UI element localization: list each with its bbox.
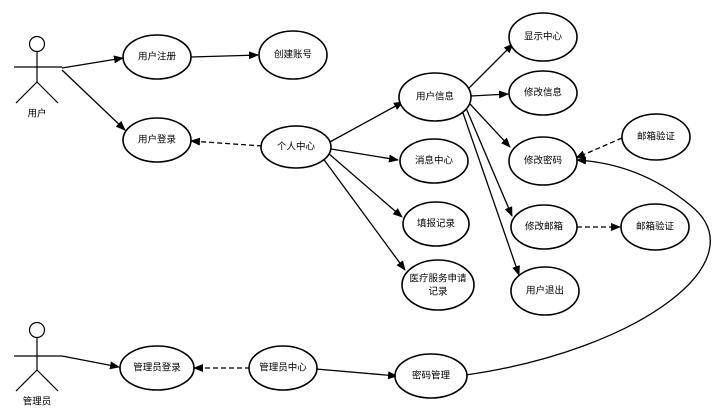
usecase-password-mgmt[interactable]: 密码管理 <box>394 353 468 399</box>
user-figure-icon <box>14 35 62 104</box>
usecase-admin-center[interactable]: 管理员中心 <box>248 345 318 391</box>
usecase-user-logout[interactable]: 用户退出 <box>510 266 580 316</box>
edge-admin-admin-login <box>61 355 120 370</box>
edge-user-info-modify-email <box>465 107 513 217</box>
edge-admin-center-password-mgmt <box>315 368 398 380</box>
usecase-modify-password-label: 修改密码 <box>524 155 562 167</box>
usecase-message-center[interactable]: 消息中心 <box>399 138 469 184</box>
usecase-user-logout-label: 用户退出 <box>526 285 564 297</box>
usecase-modify-email[interactable]: 修改邮箱 <box>510 204 578 250</box>
usecase-create-account[interactable]: 创建账号 <box>258 30 328 80</box>
actor-user-label: 用户 <box>27 108 46 120</box>
usecase-user-info[interactable]: 用户信息 <box>398 72 472 122</box>
usecase-email-verify-2[interactable]: 邮箱验证 <box>620 203 690 251</box>
actor-user: 用户 <box>14 35 62 120</box>
edge-personal-center-medical-service <box>321 156 406 271</box>
usecase-admin-center-label: 管理员中心 <box>259 362 307 374</box>
usecase-admin-login-label: 管理员登录 <box>133 362 181 374</box>
edge-user-info-modify-info <box>470 90 509 99</box>
edge-user-register <box>61 55 124 69</box>
usecase-admin-login[interactable]: 管理员登录 <box>119 345 195 391</box>
edge-personal-center-user-info <box>327 101 404 144</box>
usecase-login[interactable]: 用户登录 <box>122 117 192 163</box>
usecase-modify-info-label: 修改信息 <box>524 87 562 99</box>
edge-personal-center-fill-record <box>327 152 403 218</box>
usecase-email-verify-2-label: 邮箱验证 <box>636 221 675 233</box>
usecase-message-center-label: 消息中心 <box>415 155 454 167</box>
usecase-register[interactable]: 用户注册 <box>122 34 192 80</box>
edge-personal-center-login <box>190 137 263 147</box>
usecase-password-mgmt-label: 密码管理 <box>412 370 451 382</box>
usecase-login-label: 用户登录 <box>138 134 177 146</box>
usecase-medical-service-label-line2: 记录 <box>428 286 448 298</box>
edge-personal-center-message-center <box>330 148 399 163</box>
usecase-show-center-label: 显示中心 <box>524 31 563 43</box>
admin-figure-icon <box>14 321 62 392</box>
usecase-modify-password[interactable]: 修改密码 <box>508 136 578 186</box>
usecase-create-account-label: 创建账号 <box>274 49 312 61</box>
actor-admin: 管理员 <box>14 321 62 408</box>
usecase-register-label: 用户注册 <box>138 51 177 63</box>
usecase-personal-center-label: 个人中心 <box>277 141 316 153</box>
edge-user-info-show-center <box>466 43 514 91</box>
edge-email-verify-modify-password <box>575 137 623 159</box>
usecase-fill-record-label: 填报记录 <box>417 218 456 230</box>
usecase-modify-info[interactable]: 修改信息 <box>508 70 578 116</box>
usecase-medical-service-label-line1: 医疗服务申请 <box>409 273 467 285</box>
usecase-medical-service-record[interactable]: 医疗服务申请 记录 <box>401 259 475 311</box>
edge-password-mgmt-modify-password <box>465 156 711 376</box>
usecase-modify-email-label: 修改邮箱 <box>525 221 563 233</box>
edge-user-info-modify-password <box>469 103 511 148</box>
usecase-fill-record[interactable]: 填报记录 <box>402 201 470 247</box>
edge-user-info-logout <box>461 109 520 276</box>
edge-user-login <box>61 69 126 131</box>
actor-admin-label: 管理员 <box>23 396 52 408</box>
usecase-user-info-label: 用户信息 <box>416 91 454 103</box>
usecase-show-center[interactable]: 显示中心 <box>508 12 578 62</box>
edges <box>61 43 711 380</box>
usecase-personal-center[interactable]: 个人中心 <box>260 125 332 169</box>
usecase-email-verify-1[interactable]: 邮箱验证 <box>621 113 691 161</box>
usecase-email-verify-1-label: 邮箱验证 <box>637 131 676 143</box>
edge-register-create-account <box>190 51 259 60</box>
